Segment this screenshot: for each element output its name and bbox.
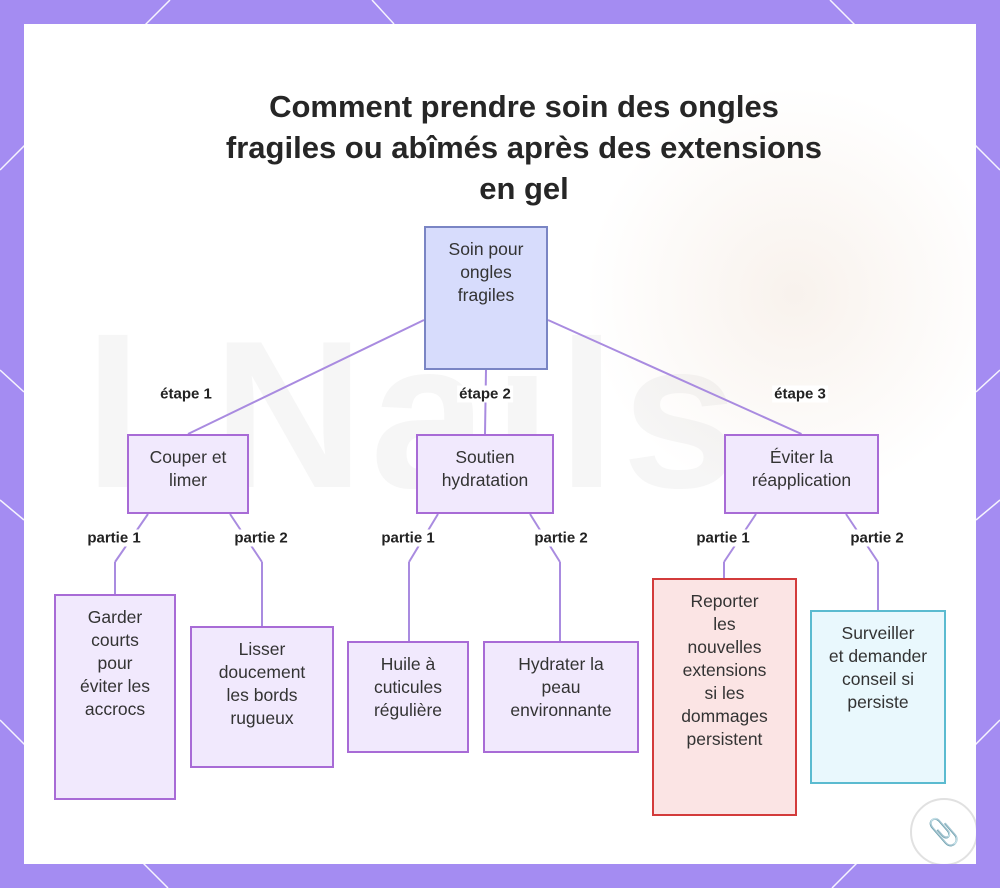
part-edge-label-3-1: partie 1 (694, 529, 752, 547)
part-edge-label-1-1: partie 1 (85, 529, 143, 547)
step-edge-label-1: étape 1 (158, 385, 214, 403)
diagram-card: l Nails Comment prendre soin des ongles … (24, 24, 976, 864)
part-edge-label-2-2: partie 2 (532, 529, 590, 547)
part-edge-label-3-2: partie 2 (848, 529, 906, 547)
part-edge-label-1-2: partie 2 (232, 529, 290, 547)
edge-root-step-3 (547, 319, 802, 435)
step-edge-label-2: étape 2 (457, 385, 513, 403)
part-edge-label-2-1: partie 1 (379, 529, 437, 547)
diagram-title: Comment prendre soin des ongles fragiles… (225, 89, 823, 206)
edge-root-step-1 (187, 319, 425, 435)
paperclip-icon: 📎 (910, 798, 976, 864)
step-edge-label-3: étape 3 (772, 385, 828, 403)
